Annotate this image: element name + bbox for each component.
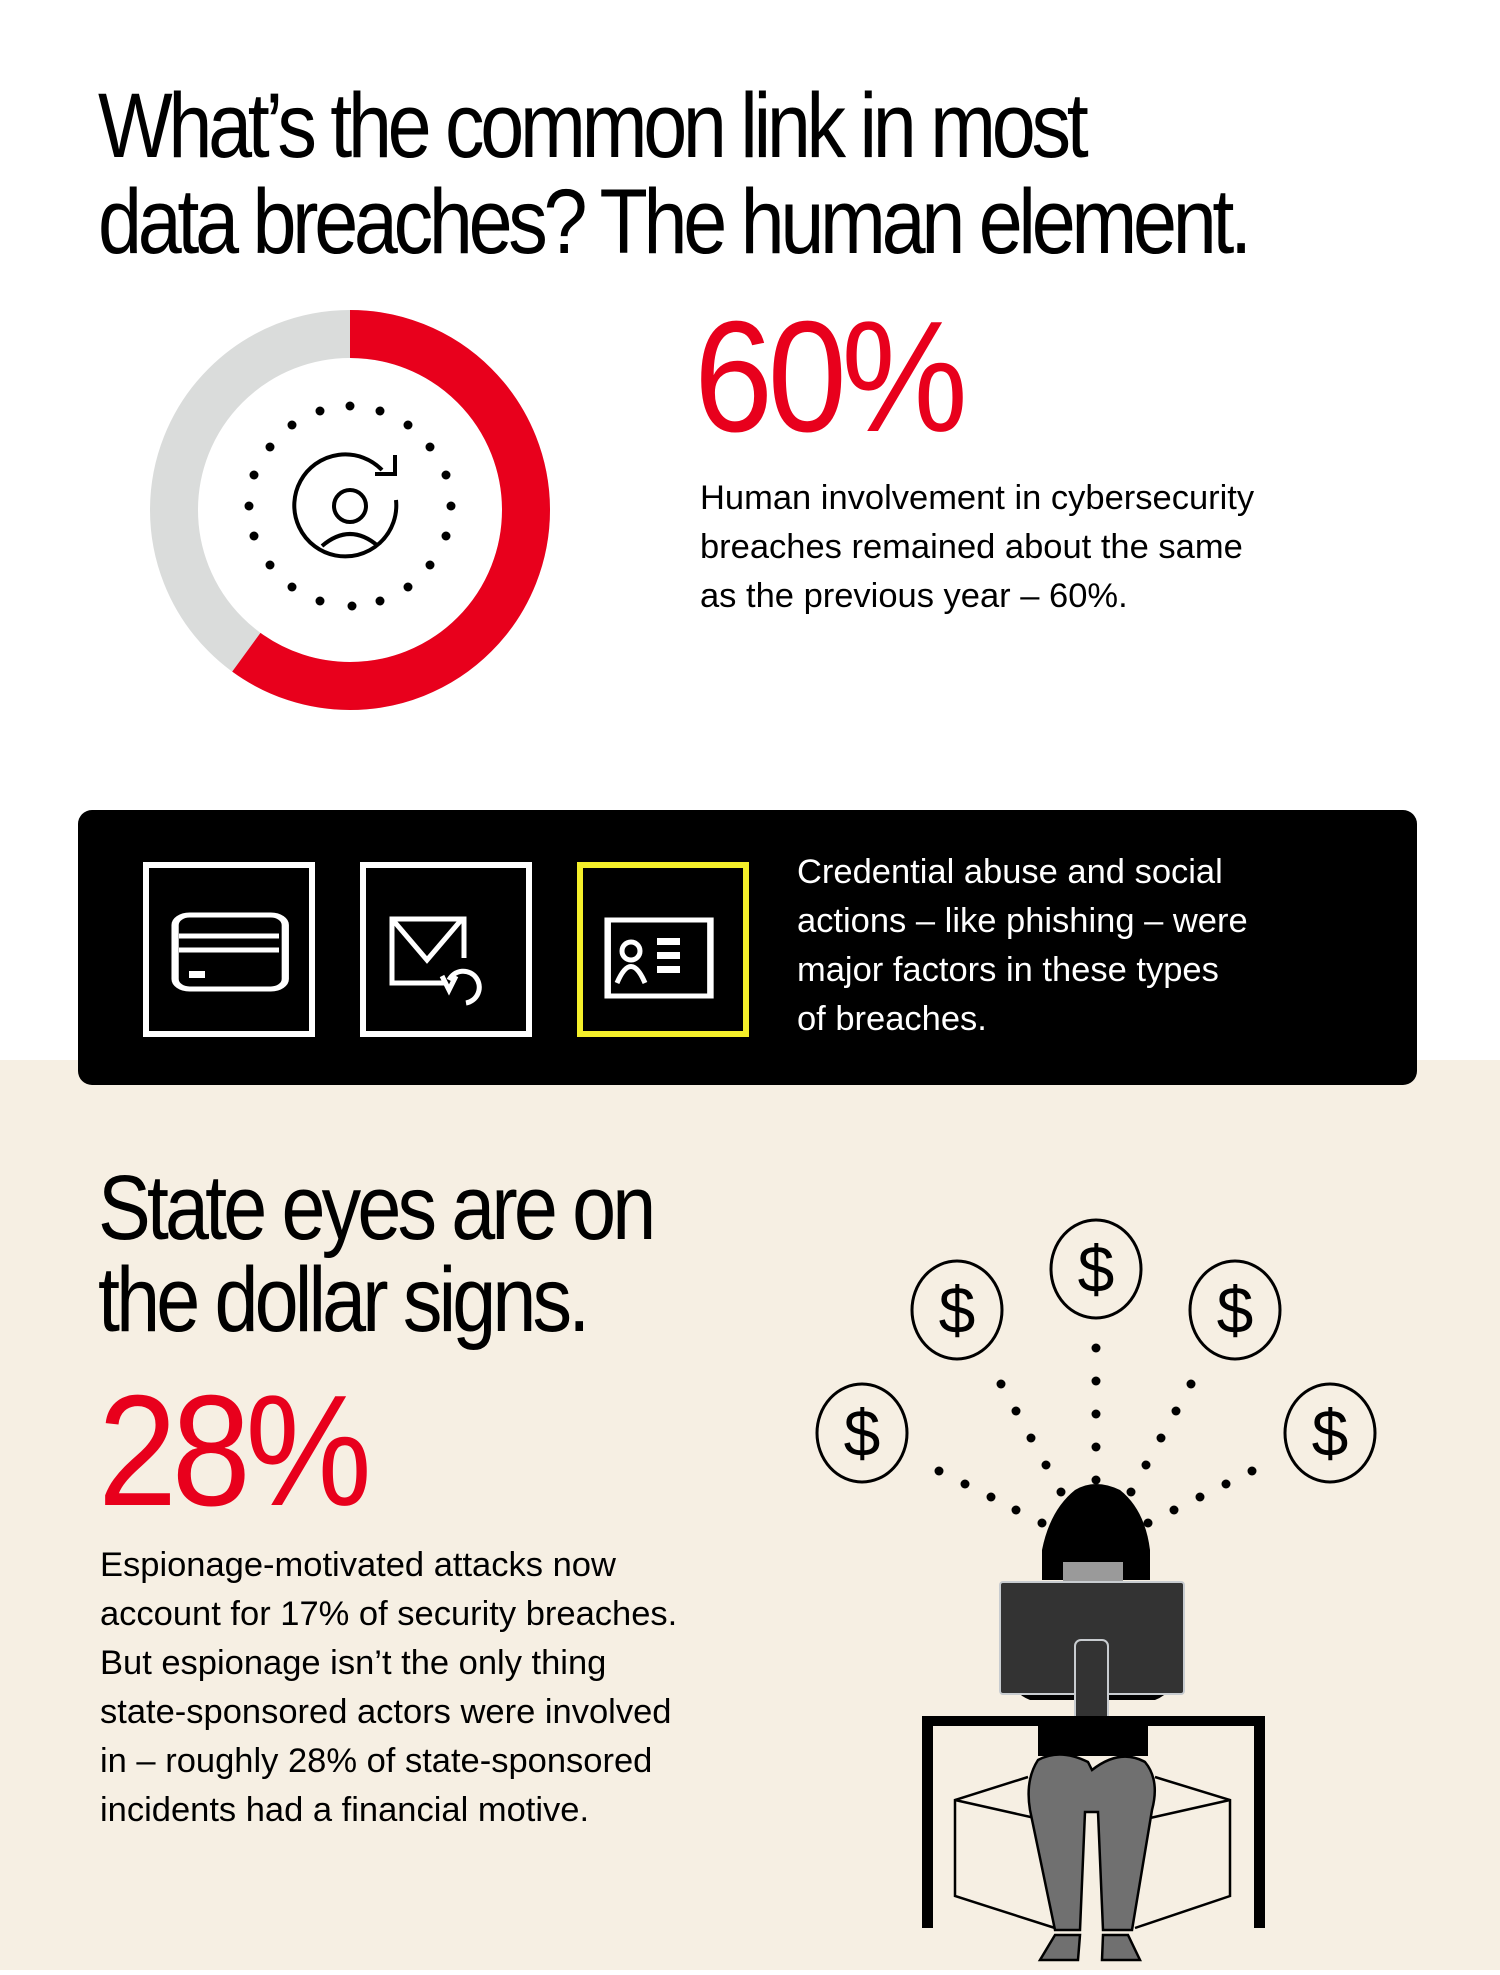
banner-text-line: Credential abuse and social bbox=[797, 853, 1223, 891]
stat-28-percent: 28% bbox=[98, 1363, 372, 1539]
headline-line-1: What’s the common link in most bbox=[98, 75, 1089, 177]
credit-card-tile bbox=[143, 862, 315, 1037]
credit-card-icon bbox=[171, 912, 289, 992]
email-refresh-tile bbox=[360, 862, 532, 1037]
donut-chart bbox=[150, 310, 550, 710]
description-line: state-sponsored actors were involved bbox=[100, 1693, 672, 1731]
espionage-description: Espionage-motivated attacks now account … bbox=[100, 1541, 677, 1835]
hacker-legs-icon bbox=[1027, 1753, 1157, 1932]
section-heading-state-eyes: State eyes are on the dollar signs. bbox=[98, 1157, 656, 1351]
hacker-illustration: $ $ $ $ $ bbox=[800, 1190, 1380, 1970]
dollar-sign-glyphs: $ $ $ $ $ bbox=[844, 1232, 1349, 1470]
credential-abuse-banner: Credential abuse and social actions – li… bbox=[78, 810, 1417, 1085]
heading-line: the dollar signs. bbox=[98, 1249, 590, 1351]
email-refresh-icon bbox=[389, 916, 482, 1006]
svg-text:$: $ bbox=[1217, 1273, 1254, 1347]
description-line: account for 17% of security breaches. bbox=[100, 1595, 678, 1633]
description-line: incidents had a financial motive. bbox=[100, 1791, 590, 1829]
dotted-lines-icon bbox=[934, 1343, 1257, 1528]
banner-text-line: of breaches. bbox=[797, 1000, 987, 1038]
headline-line-2: data breaches? The human element. bbox=[98, 171, 1252, 273]
dollar-coin-icons bbox=[815, 1218, 1377, 1484]
shoes-icon bbox=[1037, 1933, 1142, 1962]
description-line: Espionage-motivated attacks now bbox=[100, 1546, 616, 1584]
heading-line: State eyes are on bbox=[98, 1157, 656, 1259]
page-title: What’s the common link in most data brea… bbox=[98, 78, 1285, 270]
id-card-tile bbox=[577, 862, 749, 1037]
svg-text:$: $ bbox=[939, 1273, 976, 1347]
human-involvement-description: Human involvement in cybersecurity breac… bbox=[700, 474, 1254, 621]
chair-icon bbox=[953, 1775, 1232, 1930]
description-line: But espionage isn’t the only thing bbox=[100, 1644, 607, 1682]
stat-60-percent: 60% bbox=[694, 289, 968, 465]
description-line: Human involvement in cybersecurity bbox=[700, 479, 1255, 517]
svg-text:$: $ bbox=[1078, 1232, 1115, 1306]
description-line: breaches remained about the same bbox=[700, 528, 1243, 566]
beige-background-section bbox=[0, 1060, 1500, 1970]
dotted-ring-icon bbox=[244, 401, 456, 611]
svg-text:$: $ bbox=[1312, 1396, 1349, 1470]
hooded-head-icon bbox=[1042, 1484, 1150, 1580]
id-card-icon bbox=[604, 917, 714, 999]
description-line: as the previous year – 60%. bbox=[700, 577, 1128, 615]
donut-filled-segment bbox=[150, 310, 550, 710]
banner-text-line: major factors in these types bbox=[797, 951, 1219, 989]
description-line: in – roughly 28% of state-sponsored bbox=[100, 1742, 653, 1780]
banner-text-line: actions – like phishing – were bbox=[797, 902, 1248, 940]
svg-text:$: $ bbox=[844, 1396, 881, 1470]
banner-text: Credential abuse and social actions – li… bbox=[797, 848, 1248, 1044]
user-refresh-icon bbox=[292, 452, 399, 559]
